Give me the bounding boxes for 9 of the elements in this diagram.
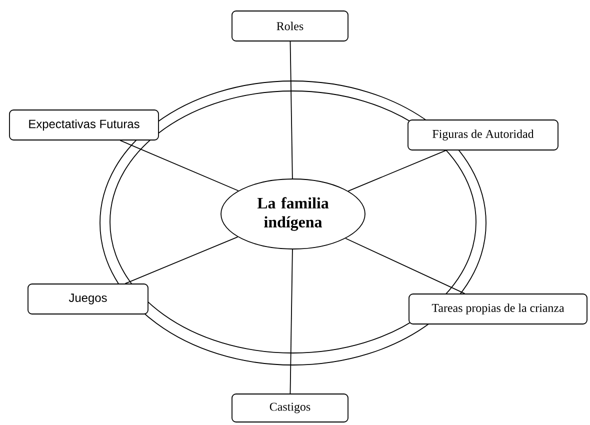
topic-box: Tareas propias de la crianza [408, 294, 588, 324]
connector-line [348, 150, 446, 192]
topic-box: Figuras de Autoridad [408, 120, 558, 150]
topic-box: Juegos [28, 284, 148, 314]
topic-box: Roles [232, 10, 348, 42]
connector-line [290, 249, 293, 394]
connector-line [290, 41, 293, 179]
topic-box: Expectativas Futuras [9, 110, 159, 140]
topic-box: Castigos [232, 394, 348, 422]
